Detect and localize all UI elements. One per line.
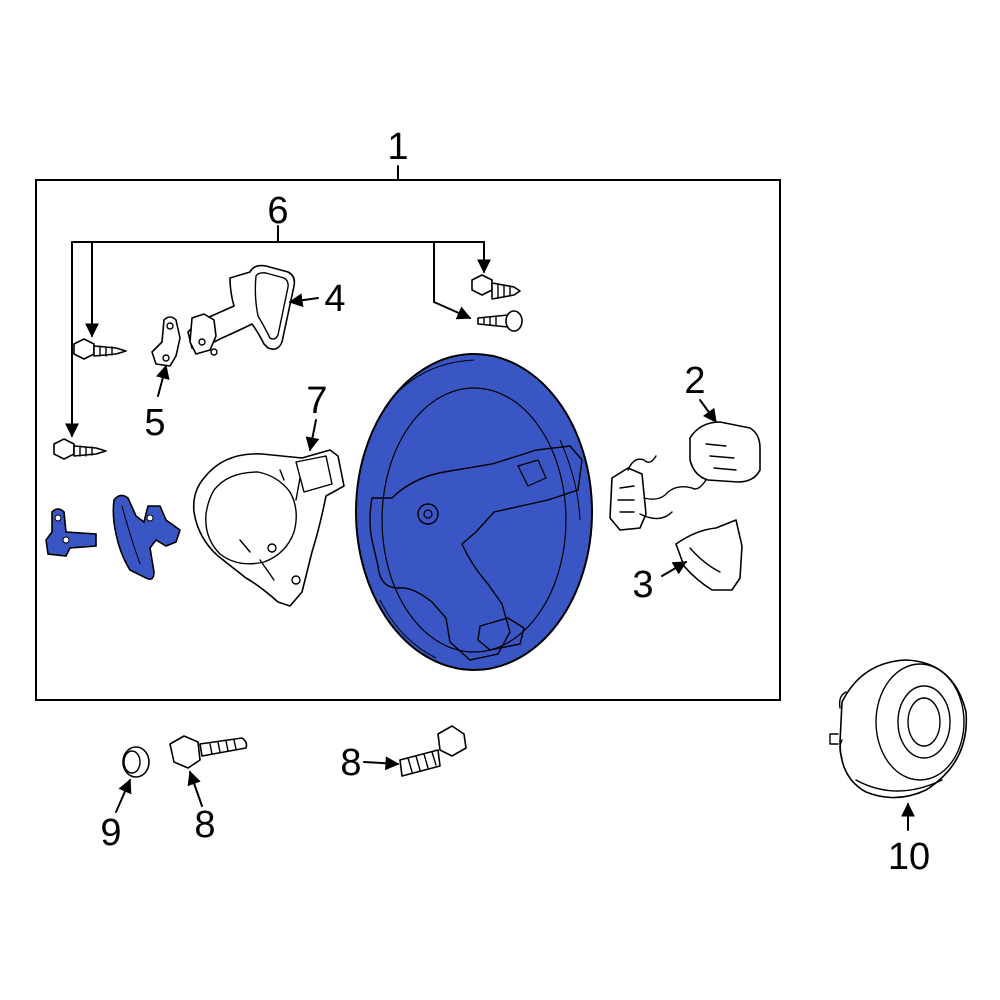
part-4-paddle-trim — [187, 264, 296, 356]
paddle-shifter-left — [112, 494, 181, 580]
callout-6-leaders — [65, 225, 491, 438]
part-3-cover — [675, 519, 743, 591]
callout-9: 9 — [100, 812, 122, 854]
callout-5: 5 — [144, 402, 166, 444]
callout-3-leader — [661, 561, 688, 577]
screw-top-right-2 — [477, 310, 523, 332]
callout-7: 7 — [306, 380, 328, 422]
part-9-cap — [122, 746, 150, 778]
callout-8-lower: 8 — [194, 804, 216, 846]
part-8-bolt-lower — [169, 735, 248, 769]
assembly-frame — [35, 179, 781, 701]
steering-wheel — [355, 353, 593, 671]
callout-5-leader — [155, 364, 170, 397]
callout-9-leader — [115, 778, 132, 813]
part-5-bracket — [151, 316, 181, 367]
callout-1: 1 — [387, 126, 409, 168]
callout-3: 3 — [632, 564, 654, 606]
part-2-switch-assembly — [609, 421, 761, 531]
callout-10: 10 — [887, 836, 931, 878]
callout-8-upper-leader — [363, 756, 400, 771]
part-8-bolt-upper — [399, 725, 467, 777]
part-7-rear-cover — [192, 449, 345, 607]
paddle-bracket-left — [45, 508, 97, 557]
screw-top-right-1 — [471, 274, 521, 300]
callout-2-leader — [699, 399, 717, 424]
callout-8-upper: 8 — [340, 742, 362, 784]
callout-7-leader — [305, 419, 320, 452]
callout-2: 2 — [684, 360, 706, 402]
callout-6: 6 — [267, 190, 289, 232]
callout-4-leader — [288, 293, 319, 308]
callout-4: 4 — [324, 278, 346, 320]
screw-left-2 — [53, 438, 107, 460]
callout-8-lower-leader — [187, 770, 203, 807]
screw-left-1 — [73, 338, 127, 360]
part-10-airbag-module — [829, 659, 968, 799]
